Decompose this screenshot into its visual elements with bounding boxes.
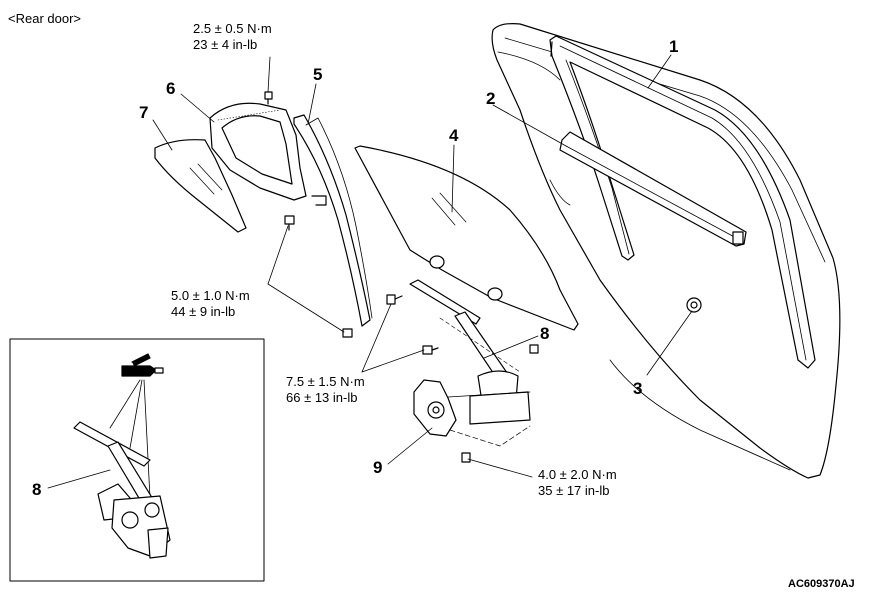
bolt-sash-upper	[284, 215, 295, 231]
regulator-motor	[413, 379, 457, 437]
part-number-9: 9	[373, 458, 383, 477]
quarter-window-glass	[154, 139, 247, 233]
part-number-3: 3	[633, 379, 643, 398]
inset-part-number-8: 8	[32, 480, 42, 499]
inset-regulator	[73, 421, 171, 559]
door-panel	[491, 23, 841, 479]
bolt-regulator-mid	[422, 345, 439, 355]
bolt-motor	[461, 452, 471, 463]
bolt-regulator-right	[529, 344, 539, 354]
door-glass	[354, 145, 579, 331]
part-number-8: 8	[540, 324, 550, 343]
bolt-regulator-upper	[386, 294, 403, 305]
torque-nm: 4.0 ± 2.0 N·m	[538, 467, 617, 482]
torque-inlb: 44 ± 9 in-lb	[171, 304, 236, 319]
torque-nm: 7.5 ± 1.5 N·m	[286, 374, 365, 389]
part-number-2: 2	[486, 89, 496, 108]
torque-spec-2: 5.0 ± 1.0 N·m 44 ± 9 in-lb	[171, 288, 250, 320]
grease-tube-icon	[121, 353, 164, 377]
figure-code: AC609370AJ	[788, 578, 855, 590]
part-number-4: 4	[449, 126, 459, 145]
bolt-top	[264, 91, 273, 105]
torque-nm: 5.0 ± 1.0 N·m	[171, 288, 250, 303]
bolt-sash-lower	[342, 328, 353, 338]
division-bar	[293, 114, 373, 327]
quarter-window-frame	[209, 102, 307, 201]
torque-nm: 2.5 ± 0.5 N·m	[193, 21, 272, 36]
bolts	[264, 91, 539, 463]
part-number-7: 7	[139, 103, 149, 122]
torque-inlb: 66 ± 13 in-lb	[286, 390, 358, 405]
torque-inlb: 35 ± 17 in-lb	[538, 483, 610, 498]
torque-inlb: 23 ± 4 in-lb	[193, 37, 258, 52]
inset-box	[9, 338, 265, 582]
figure-title: <Rear door>	[8, 11, 81, 26]
torque-spec-3: 7.5 ± 1.5 N·m 66 ± 13 in-lb	[286, 374, 365, 406]
part-number-1: 1	[669, 37, 679, 56]
window-regulator	[409, 279, 531, 447]
torque-spec-1: 2.5 ± 0.5 N·m 23 ± 4 in-lb	[193, 21, 272, 53]
part-number-6: 6	[166, 79, 176, 98]
leader-lines	[47, 54, 693, 489]
belt-line-weatherstrip	[559, 131, 747, 247]
grommet	[686, 297, 702, 313]
torque-spec-4: 4.0 ± 2.0 N·m 35 ± 17 in-lb	[538, 467, 617, 499]
part-number-5: 5	[313, 65, 323, 84]
